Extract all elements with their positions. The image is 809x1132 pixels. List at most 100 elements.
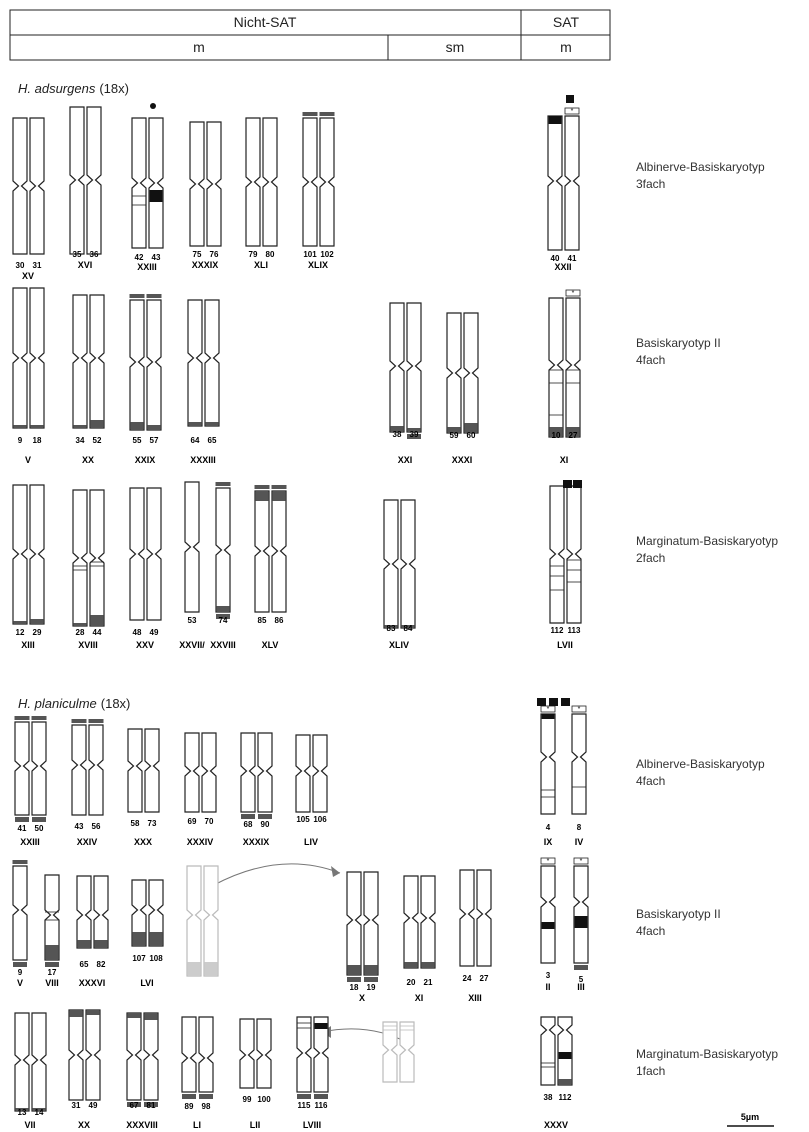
chromosome [13,860,28,967]
species-1-label: H. adsurgens(18x) [18,81,129,96]
species-2-ploidy: (18x) [101,696,131,711]
chromosome-number: 98 [202,1102,211,1111]
homolog-group-label: XI [560,455,569,465]
chromosome-number: 30 [16,261,25,270]
chromosome [73,490,87,626]
nucleolus-square [566,95,574,103]
scale-bar-label: 5µm [741,1112,759,1122]
homolog-group-label: XIII [21,640,35,650]
chromosome-number: 59 [450,431,459,440]
chromosome [567,486,581,623]
chromosome-number: 60 [467,431,476,440]
species-2-name: H. planiculme [18,696,97,711]
chromosome-number: 31 [33,261,42,270]
homolog-group-label: XXX [134,837,152,847]
chromosome-number: 19 [367,983,376,992]
chromosome-number: 38 [393,430,402,439]
homolog-group-label: XXIX [135,455,156,465]
chromosome [90,490,104,626]
chromosome [89,719,104,815]
chromosome [130,294,145,430]
chromosome [13,118,27,254]
homolog-group-label: XXXIX [192,260,219,270]
chromosome-number: 48 [133,628,142,637]
homolog-group-label: XXXV [544,1120,568,1130]
chromosome [72,719,87,815]
chromosome-number: 69 [188,817,197,826]
chromosome-number: 75 [193,250,202,259]
chromosome [303,112,318,246]
chromosome [313,735,327,812]
chromosome-number: 27 [480,974,489,983]
homolog-group-label: IX [544,837,553,847]
scale-bar: 5µm [727,1112,774,1126]
chromosome-number: 36 [90,250,99,259]
chromosome [15,716,30,822]
chromosome-number: 14 [35,1108,44,1117]
chromosome-number: 49 [150,628,159,637]
chromosome [255,485,270,612]
chromosome [77,876,91,948]
homolog-group-label: XXIII [20,837,40,847]
chromosome-number: 28 [76,628,85,637]
homolog-group-label: XXXVI [79,978,106,988]
chromosome-number: 68 [244,820,253,829]
homolog-group-label: XXXIV [187,837,214,847]
chromosome-number: 80 [266,250,275,259]
chromosome-number: 89 [185,1102,194,1111]
homolog-group-label: LVII [557,640,573,650]
homolog-group-label: XXVIII [210,640,236,650]
chromosome-number: 90 [261,820,270,829]
homolog-group-label: III [577,982,585,992]
chromosome [144,1013,158,1107]
homolog-group-label: XXXIII [190,455,216,465]
side-label-2: Basiskaryotyp II4fach [636,336,721,367]
homolog-group-label: XVIII [78,640,98,650]
chromosome-number: 57 [150,436,159,445]
chromosome [130,488,144,620]
chromosome-number: 27 [569,431,578,440]
chromosome [15,1013,29,1111]
chromosome-number: 65 [80,960,89,969]
chromosome [549,298,563,437]
nucleolus-dot [150,103,156,109]
chromosome: * [541,706,555,814]
chromosome [13,288,27,428]
chromosome-number: 49 [89,1101,98,1110]
chromosome [246,118,260,246]
chromosome [541,1017,555,1085]
homolog-group-label: XXVII/ [179,640,205,650]
chromosome-number: 39 [410,430,419,439]
chromosome [188,300,202,426]
chromosome-number: 67 [130,1101,139,1110]
chromosome [187,866,201,976]
chromosome [383,1022,397,1082]
homolog-group-label: XXXI [452,455,473,465]
chromosome-number: 113 [568,626,581,635]
svg-text:*: * [547,858,550,865]
chromosome [258,733,272,819]
homolog-group-label: II [545,982,550,992]
chromosome [257,1019,271,1088]
chromosome-number: 24 [463,974,472,983]
chromosome-number: 74 [219,616,228,625]
chromosome [272,485,287,612]
chromosome-number: 18 [350,983,359,992]
homolog-group-label: XVI [78,260,93,270]
side-label-6-title: Marginatum-Basiskaryotyp [636,1047,778,1061]
chromosome [32,716,47,822]
side-label-1: Albinerve-Basiskaryotyp3fach [636,160,765,191]
chromosome-number: 44 [93,628,102,637]
chromosome-number: 76 [210,250,219,259]
chromosome [205,300,219,426]
homolog-group-label: XLV [262,640,279,650]
side-label-4-title: Albinerve-Basiskaryotyp [636,757,765,771]
side-label-4-factor: 4fach [636,774,665,788]
chromosome [185,733,199,812]
chromosome-number: 43 [75,822,84,831]
homolog-group-label: XLI [254,260,268,270]
chromosome-number: 9 [18,436,23,445]
nucleolus-square [549,698,558,706]
chromosome [296,735,310,812]
